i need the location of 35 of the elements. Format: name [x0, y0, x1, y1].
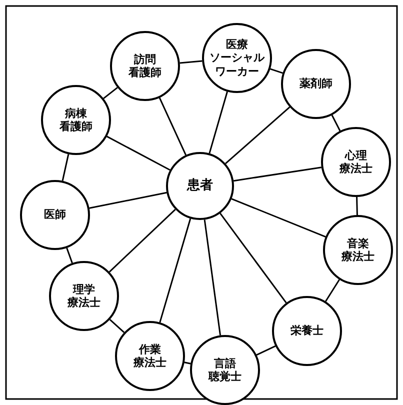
- connector-line: [325, 279, 340, 302]
- connector-line: [256, 345, 276, 356]
- connector-line: [234, 166, 322, 182]
- connector-line: [225, 106, 290, 164]
- connector-line: [208, 91, 228, 154]
- connector-line: [103, 86, 118, 100]
- patient-circle: [166, 152, 234, 220]
- connector-line: [109, 318, 125, 334]
- role-label: 心理療法士: [340, 148, 372, 176]
- connector-line: [231, 198, 326, 238]
- role-label: 栄養士: [290, 324, 324, 338]
- connector-line: [89, 192, 167, 209]
- connector-line: [180, 60, 202, 64]
- connector-line: [158, 98, 187, 156]
- connector-line: [106, 136, 170, 171]
- role-label: 病棟看護師: [60, 106, 92, 134]
- connector-line: [204, 220, 222, 336]
- connector-line: [356, 196, 358, 216]
- connector-line: [270, 68, 283, 74]
- role-label: 理学療法士: [68, 282, 100, 310]
- role-label: 訪問看護師: [128, 52, 162, 80]
- role-label: 作業療法士: [134, 342, 166, 370]
- role-label: 患者: [187, 178, 213, 194]
- role-label: 音楽療法士: [342, 236, 374, 264]
- role-label: 医療ソーシャルワーカー: [210, 38, 264, 78]
- connector-line: [66, 248, 73, 264]
- connector-line: [220, 212, 287, 304]
- connector-line: [108, 208, 176, 272]
- connector-line: [62, 154, 70, 181]
- role-label: 医師: [44, 208, 66, 222]
- connector-line: [159, 218, 192, 323]
- connector-line: [184, 362, 191, 364]
- role-label: 薬剤師: [300, 77, 332, 91]
- connector-line: [331, 114, 341, 132]
- role-label: 言語聴覚士: [208, 356, 242, 384]
